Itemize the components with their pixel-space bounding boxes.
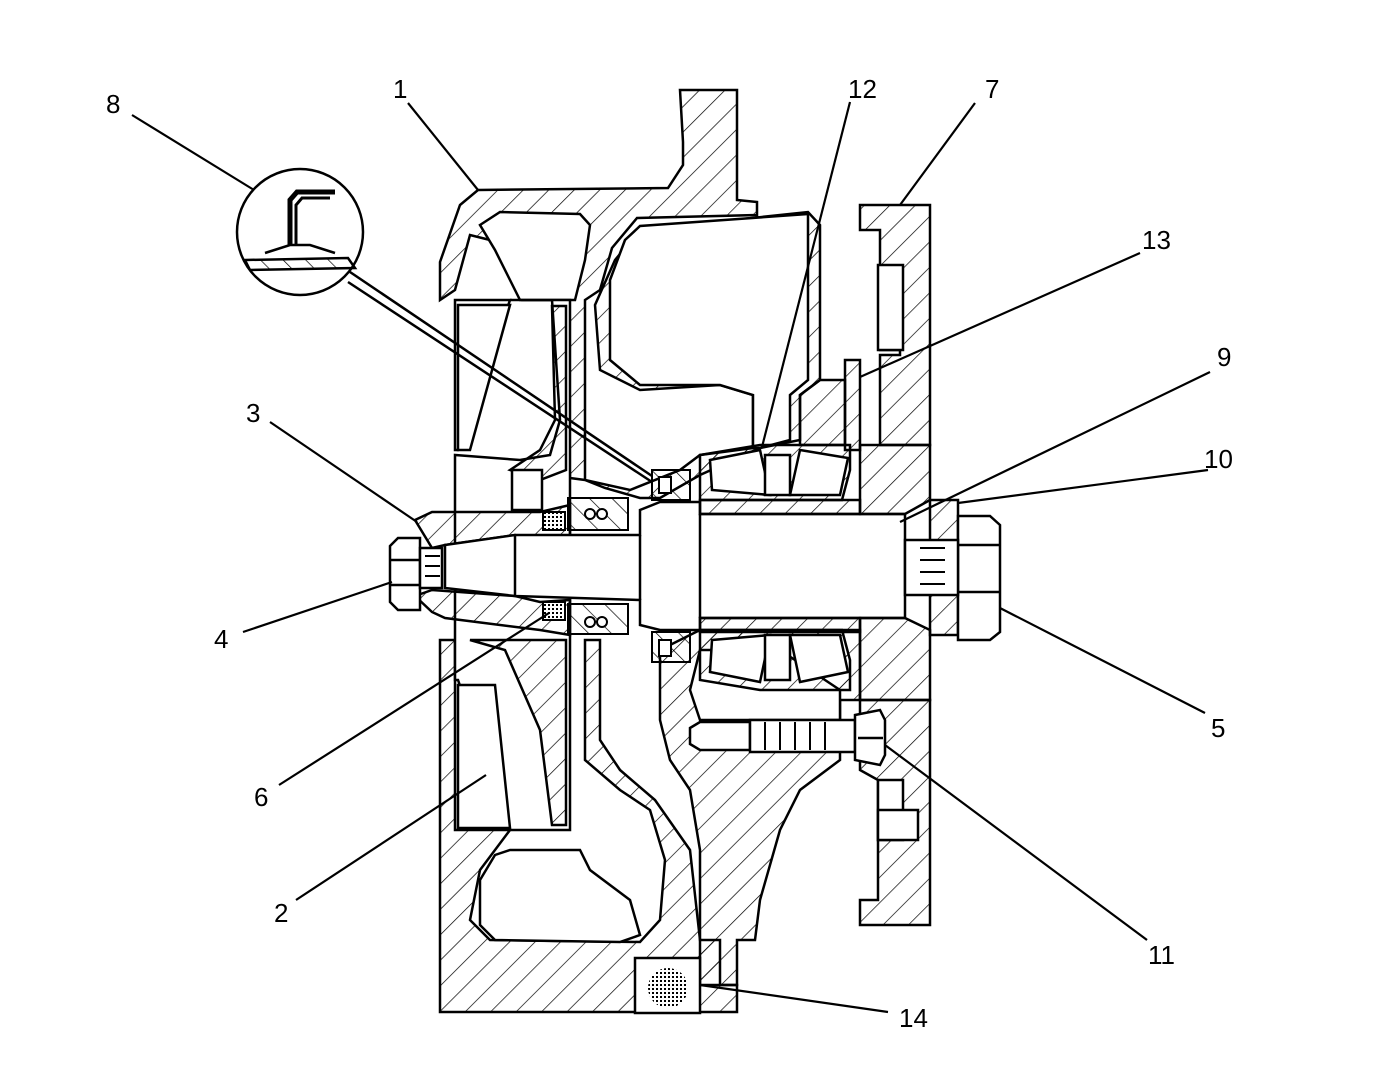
nut-washer [903,498,1002,642]
shaft-seal [542,497,629,635]
callout-9: 9 [1217,342,1231,372]
impeller-bolt [388,536,444,612]
callout-6: 6 [254,782,268,812]
drain-screen [633,956,702,1015]
callout-8: 8 [106,89,120,119]
callout-1: 1 [393,74,407,104]
callout-14: 14 [899,1003,928,1033]
callout-7: 7 [985,74,999,104]
callout-11: 11 [1148,940,1175,970]
oil-seal [651,469,691,663]
leader-lines [131,101,1211,1014]
callout-12: 12 [848,74,877,104]
callout-4: 4 [214,624,228,654]
seal-detail-magnifier [235,167,653,484]
stud-bolt [688,708,887,767]
callout-10: 10 [1204,444,1233,474]
callout-2: 2 [274,898,288,928]
callout-5: 5 [1211,713,1225,743]
bearing-housing [698,358,932,702]
callout-labels: 1 2 3 4 5 6 7 8 9 10 11 12 13 14 [106,74,1233,1033]
callout-13: 13 [1142,225,1171,255]
callout-3: 3 [246,398,260,428]
